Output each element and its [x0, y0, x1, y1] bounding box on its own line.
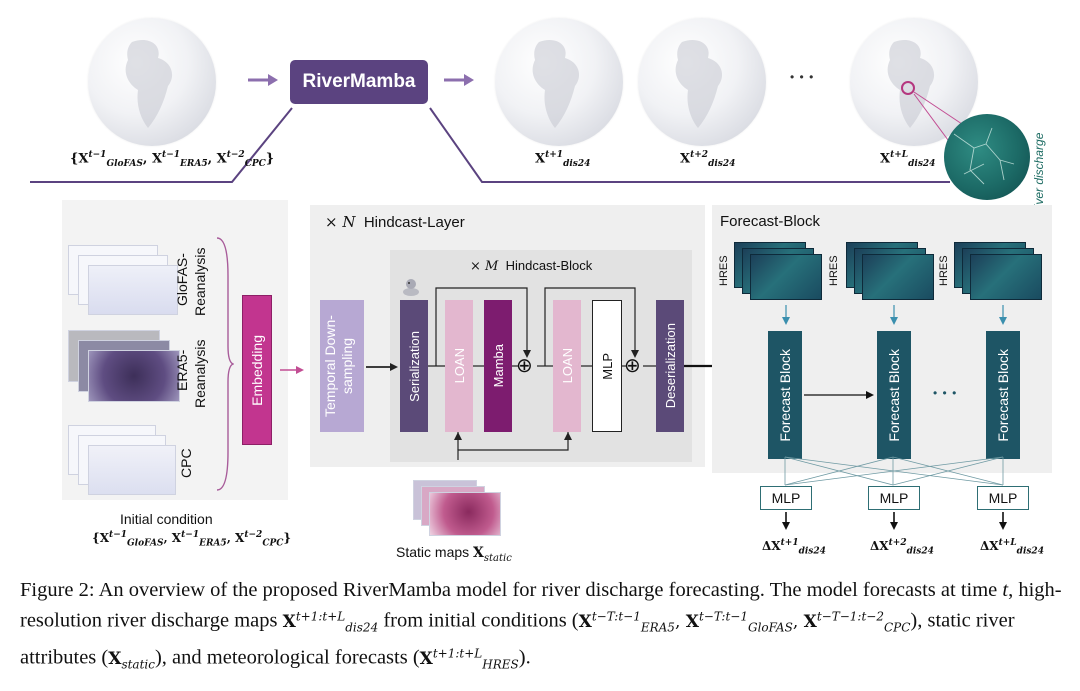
initial-condition-math: {Xt−1GloFAS, Xt−1ERA5, Xt−2CPC}: [92, 530, 292, 549]
mlp-forecast-1: MLP: [760, 486, 812, 510]
rivermamba-label: RiverMamba: [302, 71, 416, 92]
zoom-lines: [913, 91, 963, 141]
era5-label-line2: Reanalysis: [192, 339, 208, 409]
arrow-input-to-rivermamba: [248, 74, 278, 86]
forecast-block-3: Forecast Block: [986, 331, 1020, 459]
forecast-block-label-2: Forecast Block: [886, 348, 902, 442]
hindcast-connections: [428, 287, 656, 460]
embedding-label: Embedding: [249, 334, 265, 406]
bracket-connector: [30, 107, 950, 183]
snake-icon: [403, 279, 419, 296]
loan-block-2: LOAN: [553, 300, 581, 432]
hres-map-3c: [970, 254, 1042, 300]
mlp-forecast-3: MLP: [977, 486, 1029, 510]
glofas-map-front: [88, 265, 178, 315]
arrow-mlp-out-2: [890, 512, 898, 530]
temporal-label: Temporal Down-sampling: [322, 315, 355, 417]
loan-block-1: LOAN: [445, 300, 473, 432]
hindcast-block-panel: [390, 250, 692, 462]
embedding-block: Embedding: [242, 295, 272, 445]
river-discharge-label: River discharge: [1032, 132, 1046, 216]
top-output-label-2: Xt+2dis24: [680, 150, 736, 169]
arrow-hres-2: [890, 305, 898, 325]
cpc-label: CPC: [178, 448, 194, 478]
hres-label-3: HRES: [938, 255, 950, 286]
forecast-title: Forecast-Block: [720, 213, 821, 230]
arrow-hres-1: [782, 305, 790, 325]
arrow-forecast-1-to-2: [804, 391, 874, 399]
hindcast-block-title: × M Hindcast-Block: [470, 258, 593, 274]
arrow-embedding-to-hindcast: [280, 366, 304, 374]
forecast-block-label-1: Forecast Block: [777, 348, 793, 442]
glofas-label-line1: GloFAS-: [174, 253, 190, 307]
mlp-forecast-2: MLP: [868, 486, 920, 510]
static-maps-label: Static maps Xstatic: [396, 544, 512, 564]
globe-output-2: [638, 18, 766, 146]
top-output-label-1: Xt+1dis24: [535, 150, 591, 169]
hindcast-layer-title: × N Hindcast-Layer: [325, 213, 465, 231]
arrow-rivermamba-to-outputs: [444, 74, 474, 86]
globe-input: [88, 18, 216, 146]
mamba-block: Mamba: [484, 300, 512, 432]
era5-label-line1: ERA5-: [174, 349, 190, 391]
mlp-forecast-label-1: MLP: [771, 490, 801, 506]
globe-output-1: [495, 18, 623, 146]
top-ellipsis: • • •: [790, 70, 815, 84]
brace: [216, 237, 234, 491]
forecast-output-L: ΔXt+Ldis24: [980, 538, 1044, 557]
arrow-hres-3: [999, 305, 1007, 325]
arrow-mlp-out-1: [782, 512, 790, 530]
hres-map-1c: [750, 254, 822, 300]
hres-map-2c: [862, 254, 934, 300]
plus-node-1: ⊕: [516, 355, 533, 377]
top-inputs-label: {Xt−1GloFAS, Xt−1ERA5, Xt−2CPC}: [70, 150, 275, 169]
figure-caption: Figure 2: An overview of the proposed Ri…: [20, 579, 1062, 672]
forecast-block-label-3: Forecast Block: [995, 348, 1011, 442]
forecast-block-1: Forecast Block: [768, 331, 802, 459]
forecast-output-2: ΔXt+2dis24: [870, 538, 934, 557]
static-map-front: [429, 492, 501, 536]
mlp-hindcast-block: MLP: [592, 300, 622, 432]
initial-condition-label: Initial condition: [120, 511, 213, 527]
forecast-output-1: ΔXt+1dis24: [762, 538, 826, 557]
cpc-map-front: [88, 445, 176, 495]
hres-label-1: HRES: [718, 255, 730, 286]
top-output-label-L: Xt+Ldis24: [880, 150, 936, 169]
serialization-block: Serialization: [400, 300, 428, 432]
era5-map-front: [88, 350, 180, 402]
forecast-ellipsis: • • •: [933, 386, 958, 400]
rivermamba-box: RiverMamba: [290, 60, 428, 104]
river-discharge-inset: [944, 114, 1030, 200]
mlp-forecast-label-3: MLP: [988, 490, 1018, 506]
mlp-forecast-label-2: MLP: [879, 490, 909, 506]
arrow-temporal-to-serialization: [366, 363, 398, 371]
hres-label-2: HRES: [828, 255, 840, 286]
arrow-mlp-out-3: [999, 512, 1007, 530]
temporal-downsampling-block: Temporal Down-sampling: [320, 300, 364, 432]
plus-node-2: ⊕: [624, 355, 641, 377]
glofas-label-line2: Reanalysis: [192, 247, 208, 317]
forecast-to-mlp-lines: [784, 456, 1004, 486]
deserialization-block: Deserialization: [656, 300, 684, 432]
forecast-block-2: Forecast Block: [877, 331, 911, 459]
